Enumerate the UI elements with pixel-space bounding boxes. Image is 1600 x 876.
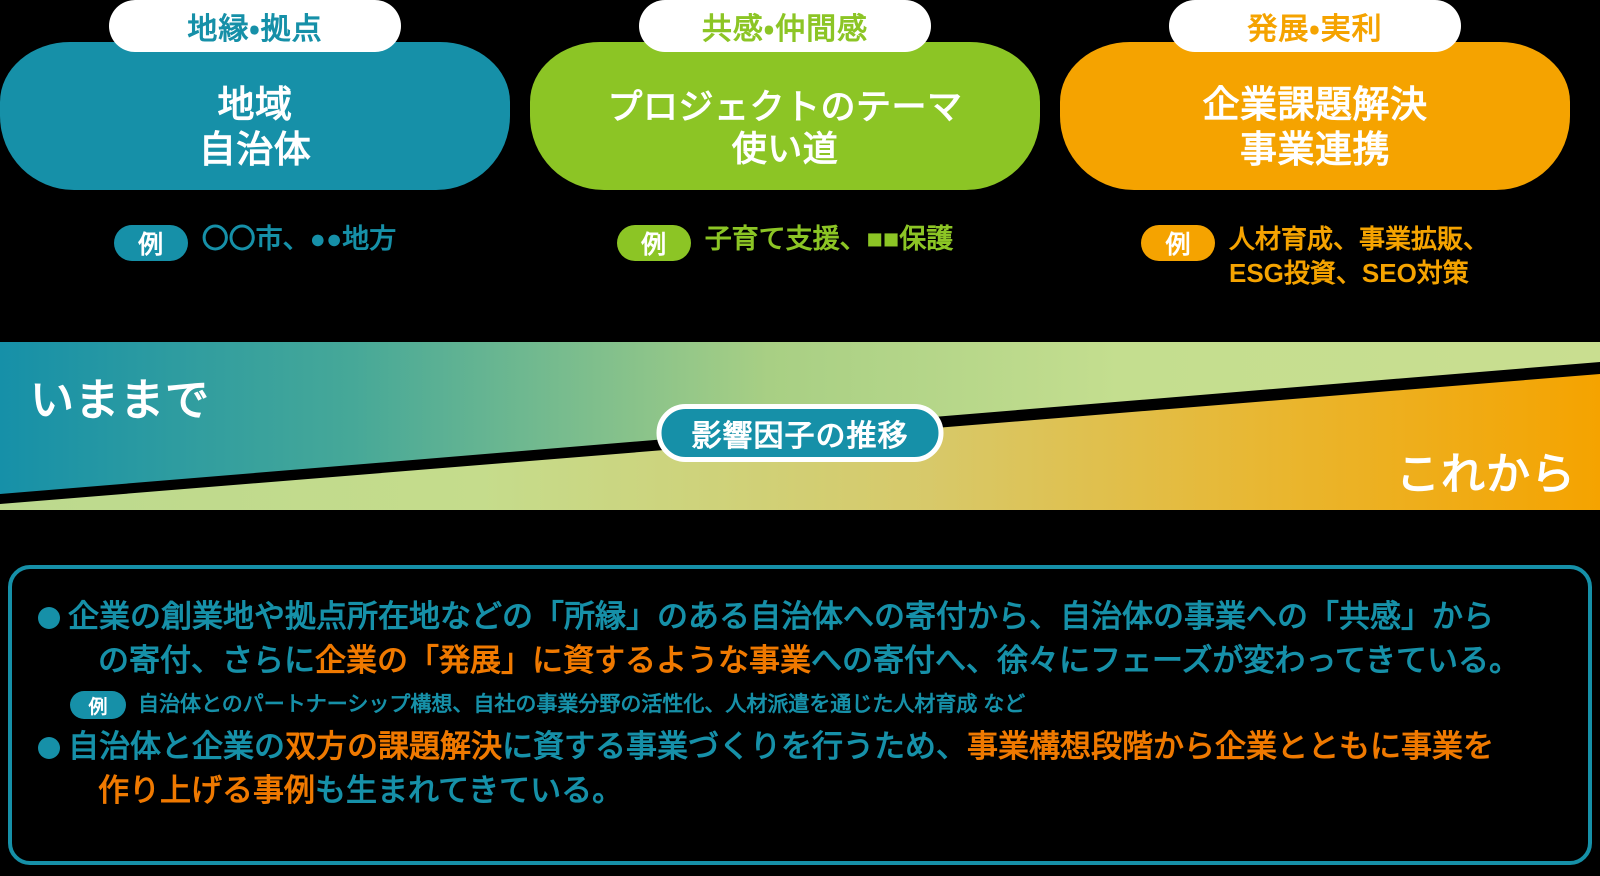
card-title-2-line2: 使い道 [731,130,839,170]
note-2-plain-b: に資する事業づくりを行うため、 [502,729,967,765]
card-tag-2: 共感・仲間感 [639,0,931,52]
example-badge-1: 例 [113,225,188,261]
note-item-1: 企業の創業地や拠点所在地などの「所縁」のある自治体への寄付から、自治体の事業への… [38,595,1562,683]
note-1-example-text: 自治体とのパートナーシップ構想、自社の事業分野の活性化、人材派遣を通じた人材育成… [138,693,1026,717]
note-2-body: 自治体と企業の双方の課題解決に資する事業づくりを行うため、事業構想段階から企業と… [68,725,1562,813]
bullet-icon [38,607,60,629]
example-row-1: 例 〇〇市、●●地方 [0,222,510,261]
card-title-2: プロジェクトのテーマ 使い道 [607,87,962,180]
note-1-example-badge: 例 [70,691,126,720]
note-1-body: 企業の創業地や拠点所在地などの「所縁」のある自治体への寄付から、自治体の事業への… [68,595,1562,683]
transition-band: いままで これから 影響因子の推移 [0,342,1600,510]
card-project-theme: プロジェクトのテーマ 使い道 共感・仲間感 例 子育て支援、■■保護 [530,0,1040,261]
example-row-3: 例 人材育成、事業拡販、 ESG投資、SEO対策 [1060,222,1570,291]
note-2-highlight-c: 作り上げる事例 [98,773,315,809]
card-title-1-line1: 地域 [217,83,293,125]
card-blob-2: プロジェクトのテーマ 使い道 [530,42,1040,190]
card-tag-3: 発展・実利 [1169,0,1461,52]
card-title-1-line2: 自治体 [198,128,312,170]
influence-factor-pill: 影響因子の推移 [656,404,944,462]
card-business-development: 企業課題解決 事業連携 発展・実利 例 人材育成、事業拡販、 ESG投資、SEO… [1060,0,1570,288]
band-label-past: いままで [30,376,210,425]
card-local-community: 地域 自治体 地縁・拠点 例 〇〇市、●●地方 [0,0,510,261]
note-1-segment-1: 企業の創業地や拠点所在地などの「所縁」のある自治体への寄付から、自治体の事業への… [68,599,1494,634]
note-1-highlight: 企業の「発展」に資するような事業 [315,643,811,679]
card-tag-1: 地縁・拠点 [109,0,401,52]
card-blob-1: 地域 自治体 [0,42,510,190]
card-title-1: 地域 自治体 [199,82,312,180]
example-badge-3: 例 [1140,225,1215,261]
note-2-plain-a: 自治体と企業の [68,729,285,765]
note-2-highlight-b: 事業構想段階から企業とともに事業を [967,729,1494,765]
cards-row: 地域 自治体 地縁・拠点 例 〇〇市、●●地方 プロジェクトのテーマ 使い道 共… [0,0,1600,320]
note-2-plain-c: も生まれてきている。 [315,773,624,809]
card-title-2-line1: プロジェクトのテーマ [607,87,963,127]
notes-box: 企業の創業地や拠点所在地などの「所縁」のある自治体への寄付から、自治体の事業への… [8,565,1592,865]
example-badge-2: 例 [616,225,691,261]
note-1-segment-2b: への寄付へ、徐々にフェーズが変わってきている。 [811,643,1520,679]
example-text-2: 子育て支援、■■保護 [704,224,954,254]
card-title-3: 企業課題解決 事業連携 [1203,82,1428,180]
bullet-icon [38,737,60,760]
card-title-3-line1: 企業課題解決 [1202,83,1428,125]
example-text-1: 〇〇市、●●地方 [201,224,397,254]
note-item-2: 自治体と企業の双方の課題解決に資する事業づくりを行うため、事業構想段階から企業と… [38,725,1562,813]
note-1-segment-2a: の寄付、さらに [98,643,315,679]
example-row-2: 例 子育て支援、■■保護 [530,222,1040,261]
note-2-highlight-a: 双方の課題解決 [285,729,502,765]
band-label-future: これから [1396,450,1576,499]
card-blob-3: 企業課題解決 事業連携 [1060,42,1570,190]
example-text-3: 人材育成、事業拡販、 ESG投資、SEO対策 [1228,224,1489,289]
card-title-3-line2: 事業連携 [1240,128,1390,170]
note-1-example: 例 自治体とのパートナーシップ構想、自社の事業分野の活性化、人材派遣を通じた人材… [70,691,1562,720]
